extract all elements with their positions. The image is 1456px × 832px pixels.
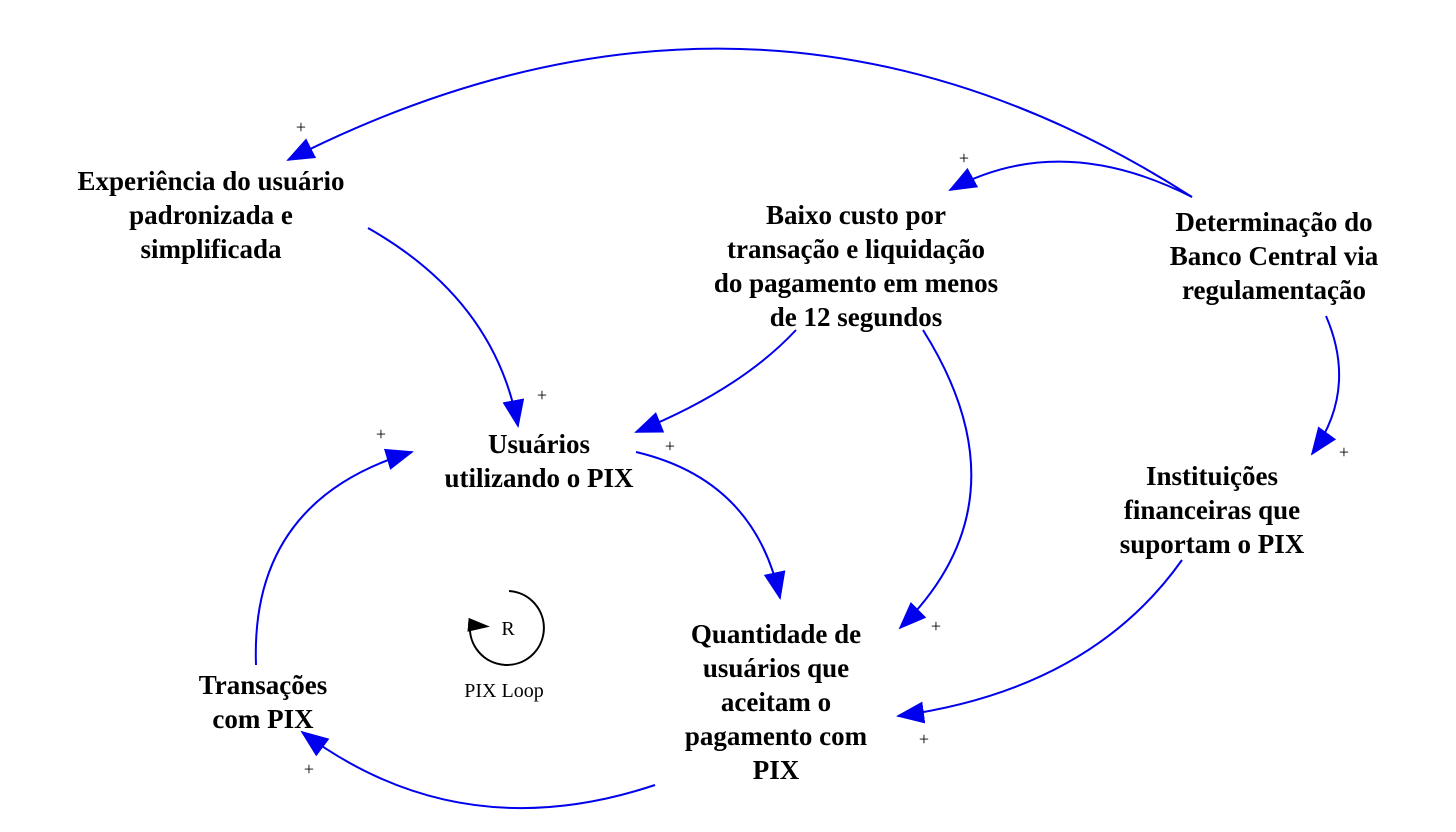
node-label-line: PIX (752, 755, 800, 785)
node-label-line: Baixo custo por (765, 200, 946, 230)
node-label-line: simplificada (140, 234, 282, 264)
node-label-line: Banco Central via (1169, 241, 1379, 271)
node-instituicoes-financeiras: Instituições financeiras que suportam o … (1120, 459, 1305, 561)
link-baixo-custo-to-usuarios (634, 329, 797, 433)
node-label-line: Instituições (1145, 461, 1279, 491)
link-determinacao-to-baixo-custo (948, 160, 1193, 198)
loop-symbol: R (501, 618, 515, 640)
node-usuarios-utilizando-pix: Usuários utilizando o PIX (444, 427, 633, 495)
node-transacoes-com-pix: Transações com PIX (199, 668, 328, 736)
node-label-line: aceitam o (720, 687, 832, 717)
link-experiencia-to-usuarios (367, 227, 525, 428)
node-quantidade-usuarios-aceitam: Quantidade de usuários que aceitam o pag… (685, 617, 867, 787)
reinforcing-loop-indicator: R PIX Loop (464, 590, 545, 702)
link-transacoes-to-usuarios (254, 448, 414, 666)
link-baixo-custo-to-quantidade (898, 329, 973, 630)
node-baixo-custo: Baixo custo por transação e liquidação d… (714, 198, 998, 334)
node-label-line: Transações (198, 670, 328, 700)
polarity-sign: + (919, 729, 929, 749)
link-usuarios-to-quantidade (635, 451, 786, 600)
node-label-line: utilizando o PIX (444, 463, 634, 493)
loop-circular-arrow-icon (467, 590, 545, 666)
link-quantidade-to-transacoes (300, 730, 656, 810)
link-instituicoes-to-quantidade (896, 559, 1183, 724)
node-label-line: Usuários (487, 429, 590, 459)
polarity-sign: + (931, 616, 941, 636)
node-label-line: com PIX (212, 704, 314, 734)
node-label-line: suportam o PIX (1119, 529, 1305, 559)
polarity-sign: + (665, 436, 675, 456)
node-label-line: Experiência do usuário (77, 166, 345, 196)
polarity-sign: + (304, 759, 314, 779)
link-determinacao-to-experiencia (286, 47, 1193, 198)
node-label-line: de 12 segundos (769, 302, 943, 332)
node-label-line: pagamento com (684, 721, 868, 751)
node-label-line: Determinação do (1175, 207, 1373, 237)
node-label-line: transação e liquidação (726, 234, 985, 264)
link-determinacao-to-instituicoes (1310, 315, 1341, 456)
node-label-line: usuários que (702, 653, 850, 683)
node-label-line: padronizada e (129, 200, 293, 230)
node-label-line: do pagamento em menos (713, 268, 999, 298)
polarity-sign: + (959, 148, 969, 168)
node-label-line: regulamentação (1182, 275, 1366, 305)
node-determinacao-banco-central: Determinação do Banco Central via regula… (1170, 205, 1379, 307)
polarity-sign: + (376, 424, 386, 444)
node-label-line: financeiras que (1123, 495, 1301, 525)
polarity-sign: + (296, 117, 306, 137)
loop-name: PIX Loop (464, 680, 543, 702)
polarity-sign: + (1339, 442, 1349, 462)
node-experiencia-usuario: Experiência do usuário padronizada e sim… (77, 164, 344, 266)
node-label-line: Quantidade de (690, 619, 862, 649)
polarity-sign: + (537, 385, 547, 405)
